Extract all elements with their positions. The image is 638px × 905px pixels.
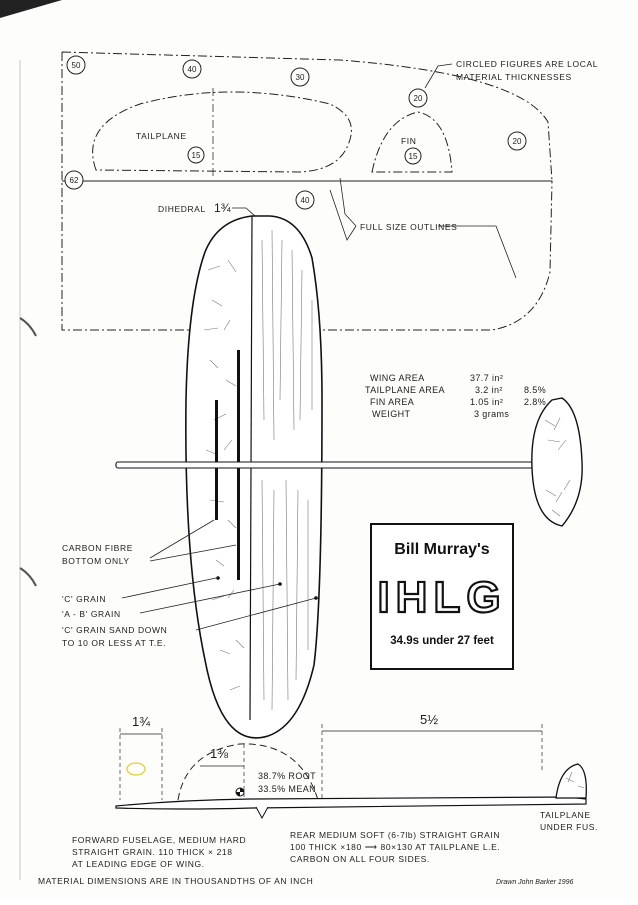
fin-grain (565, 771, 585, 789)
wing-area-value: 37.7 in² (470, 373, 503, 383)
svg-text:30: 30 (296, 73, 305, 82)
fin-label: FIN (401, 136, 417, 146)
fin-area-label: FIN AREA (370, 397, 414, 407)
carbon-fibre-leaders (149, 519, 237, 562)
record-time: 34.9s under 27 feet (390, 635, 494, 647)
sand-down-leader (195, 597, 317, 631)
dim-mid-label: 1⅜ (210, 746, 228, 761)
drawn-by-credit: Drawn John Barker 1996 (496, 879, 574, 886)
tailplane-under-fus-line1: TAILPLANE (540, 810, 591, 820)
svg-text:40: 40 (188, 65, 197, 74)
stats-table: WING AREA 37.7 in² TAILPLANE AREA 3.2 in… (365, 373, 546, 419)
dihedral-value: 1¾ (214, 201, 232, 215)
thickness-circle-40: 40 (182, 59, 202, 79)
dim-right-extents (321, 724, 543, 800)
sand-down-label-line2: TO 10 OR LESS AT T.E. (62, 638, 166, 648)
full-size-outlines-label: FULL SIZE OUTLINES (360, 222, 457, 232)
dim-left-extents (119, 728, 163, 800)
fin-area-ratio: 2.8% (524, 397, 546, 407)
tail-fin-side (555, 763, 587, 799)
punch-hole-upper (19, 317, 37, 337)
forward-fuselage-note-line2: STRAIGHT GRAIN. 110 THICK × 218 (72, 847, 233, 857)
tailplane-outline (92, 91, 352, 173)
highlighter-mark (126, 762, 146, 776)
thickness-circle-30: 30 (290, 67, 310, 87)
tailplane-area-ratio: 8.5% (524, 385, 546, 395)
forward-fuselage-note-line3: AT LEADING EDGE OF WING. (72, 859, 205, 869)
thickness-note-leader (424, 63, 453, 89)
svg-text:40: 40 (301, 196, 310, 205)
root-section-note: 38.7% ROOT (258, 771, 316, 781)
dim-right-label: 5½ (420, 712, 438, 727)
dim-left-label: 1¾ (132, 714, 150, 729)
tailplane-under-fus-line2: UNDER FUS. (540, 822, 598, 832)
ab-grain-point (278, 582, 282, 586)
svg-text:20: 20 (513, 137, 522, 146)
svg-text:15: 15 (192, 151, 201, 160)
thickness-circle-15-fin: 15 (404, 147, 422, 165)
forward-fuselage-note-line1: FORWARD FUSELAGE, MEDIUM HARD (72, 835, 246, 845)
title-owner: Bill Murray's (394, 541, 490, 558)
balsa-grain-texture (203, 229, 313, 711)
thickness-circle-20-right: 20 (507, 131, 527, 151)
thickness-circle-40-bottom: 40 (295, 190, 315, 210)
ab-grain-leader (139, 583, 281, 614)
outlines-panel-border (61, 51, 553, 331)
thickness-circle-20-top: 20 (408, 88, 428, 108)
svg-text:62: 62 (70, 176, 79, 185)
sand-down-label-line1: 'C' GRAIN SAND DOWN (62, 625, 167, 635)
tailplane-label: TAILPLANE (136, 131, 187, 141)
sand-down-point (314, 596, 318, 600)
dihedral-label: DIHEDRAL (158, 204, 206, 214)
punch-hole-lower (19, 567, 37, 587)
section-notes: 38.7% ROOT 33.5% MEAN (258, 771, 316, 794)
tailplane-area-label: TAILPLANE AREA (365, 385, 445, 395)
mean-section-note: 33.5% MEAN (258, 784, 316, 794)
carbon-fibre-strip-left (215, 400, 218, 520)
thickness-circle-62: 62 (64, 170, 84, 190)
fin-outline (371, 111, 453, 173)
tailplane-plan (531, 397, 583, 527)
model-name: IHLG (376, 572, 507, 623)
rear-fuselage-note-line2: 100 THICK ×180 ⟶ 80×130 AT TAILPLANE L.E… (290, 842, 500, 852)
rear-fuselage-note-line3: CARBON ON ALL FOUR SIDES. (290, 854, 430, 864)
thickness-circle-15-tailplane: 15 (187, 146, 205, 164)
dihedral-leader (232, 207, 257, 218)
svg-text:20: 20 (414, 94, 423, 103)
c-grain-leader (121, 577, 217, 599)
ab-grain-label: 'A - B' GRAIN (62, 609, 121, 619)
thickness-note-line1: CIRCLED FIGURES ARE LOCAL (456, 59, 598, 69)
wing-outline (185, 215, 323, 739)
svg-text:15: 15 (409, 152, 418, 161)
side-fin-outline (177, 743, 319, 801)
rear-fuselage-note-line1: REAR MEDIUM SOFT (6-7lb) STRAIGHT GRAIN (290, 830, 500, 840)
tailplane-grain (544, 417, 571, 517)
full-size-leaders (329, 177, 517, 279)
thickness-note-line2: MATERIAL THICKNESSES (456, 72, 572, 82)
thickness-circle-50: 50 (66, 55, 86, 75)
tailplane-area-value: 3.2 in² (475, 385, 503, 395)
title-block: Bill Murray's IHLG 34.9s under 27 feet (370, 523, 514, 670)
cg-marker-fill (236, 788, 244, 796)
carbon-fibre-label-line1: CARBON FIBRE (62, 543, 133, 553)
fin-area-value: 1.05 in² (470, 397, 503, 407)
weight-label: WEIGHT (372, 409, 410, 419)
wing-pylon (255, 806, 269, 820)
wing-area-label: WING AREA (370, 373, 425, 383)
carbon-fibre-label-line2: BOTTOM ONLY (62, 556, 130, 566)
svg-text:50: 50 (72, 61, 81, 70)
folded-corner (0, 0, 62, 18)
fuselage-side (115, 796, 587, 810)
fuselage-plan (115, 461, 553, 469)
weight-value: 3 grams (474, 409, 509, 419)
units-footnote: MATERIAL DIMENSIONS ARE IN THOUSANDTHS O… (38, 876, 313, 886)
c-grain-label: 'C' GRAIN (62, 594, 106, 604)
c-grain-point (216, 576, 220, 580)
